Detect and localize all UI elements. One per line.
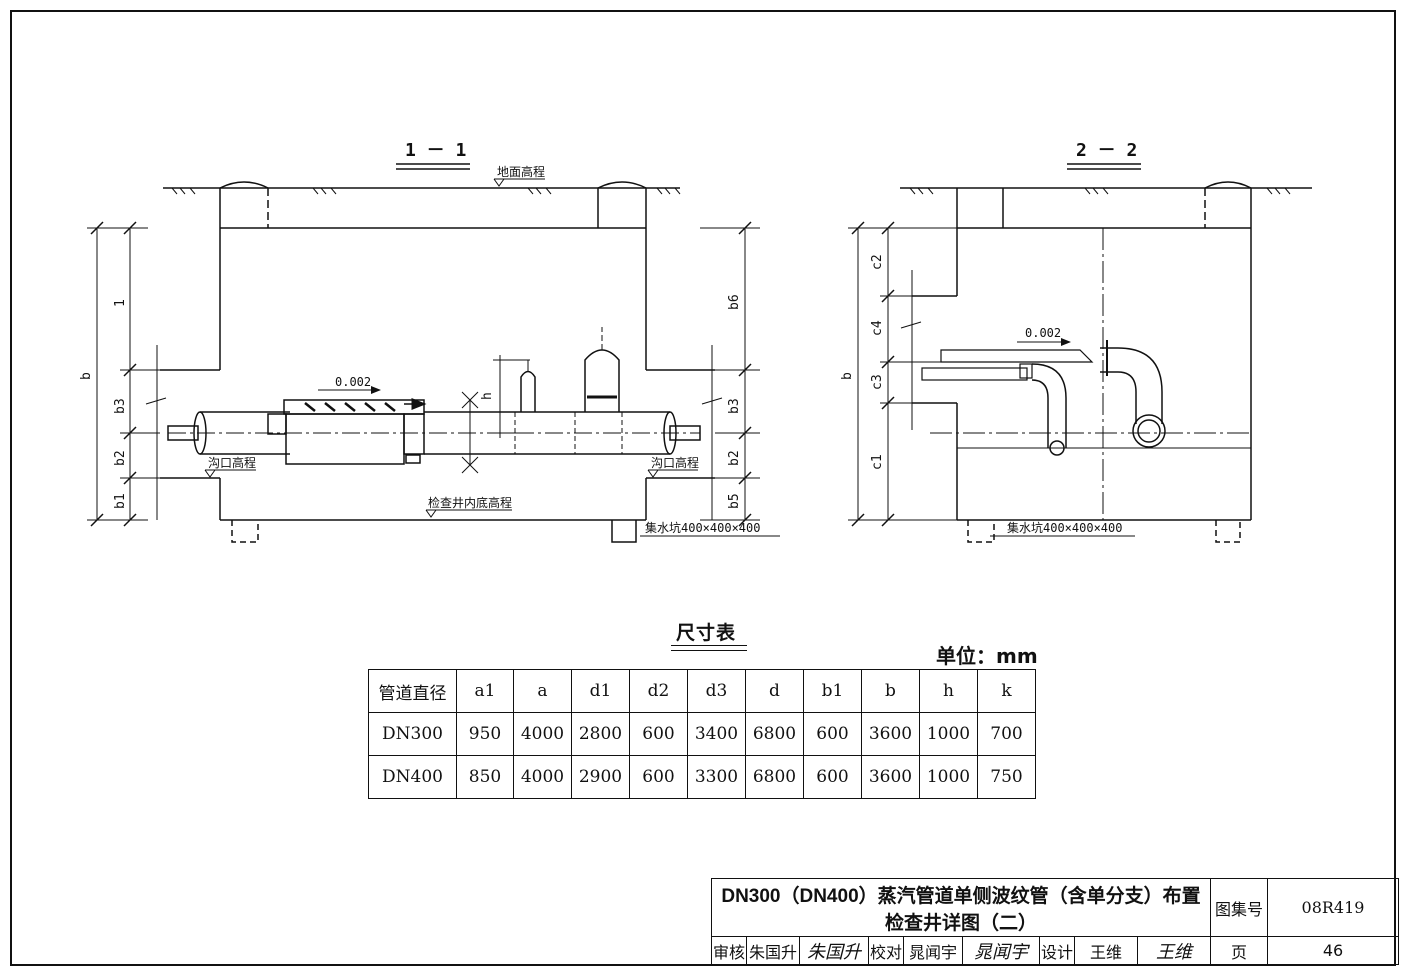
dim-b5-right: b5 [727, 493, 742, 509]
page-label: 页 [1210, 936, 1268, 965]
header-cell: d1 [571, 669, 630, 713]
reviewer-signature: 朱国升 [799, 936, 869, 965]
trench-elevation-left: 沟口高程 [208, 455, 256, 470]
header-cell: b1 [803, 669, 862, 713]
dim-c4: c4 [870, 320, 885, 336]
dim-c3: c3 [870, 374, 885, 390]
table-cell: 1000 [919, 755, 978, 799]
table-cell: 4000 [513, 755, 572, 799]
atlas-number-label: 图集号 [1210, 878, 1268, 937]
table-cell: 750 [977, 755, 1036, 799]
designer-signature: 王维 [1137, 936, 1211, 965]
sump-label-1: 集水坑400×400×400 [645, 520, 760, 535]
ground-elevation-label: 地面高程 [497, 164, 545, 179]
table-cell: 3300 [687, 755, 746, 799]
header-cell: a1 [456, 669, 514, 713]
well-bottom-elevation: 检查井内底高程 [428, 495, 512, 510]
ground-hatch [171, 187, 681, 195]
slope-label-1: 0.002 [335, 375, 371, 389]
page-number: 46 [1267, 936, 1399, 965]
header-cell: 管道直径 [368, 669, 457, 713]
dim-top-left: 1 [113, 299, 128, 307]
table-cell: 2800 [571, 712, 630, 756]
dimension-table: 管道直径 a1 a d1 d2 d3 d b1 b h k DN300 950 … [368, 669, 1036, 799]
header-cell: d [745, 669, 804, 713]
reviewer-name: 朱国升 [746, 936, 800, 965]
header-cell: h [919, 669, 978, 713]
review-label: 审核 [711, 936, 747, 965]
h-dimension-label: h [480, 392, 495, 400]
table-cell: DN300 [368, 712, 457, 756]
table-cell: 4000 [513, 712, 572, 756]
header-cell: d2 [629, 669, 688, 713]
dim-b3-left: b3 [113, 398, 128, 414]
header-cell: k [977, 669, 1036, 713]
table-cell: 950 [456, 712, 514, 756]
table-header-row: 管道直径 a1 a d1 d2 d3 d b1 b h k [368, 669, 1036, 713]
table-cell: 700 [977, 712, 1036, 756]
checker-name: 晁闻宇 [903, 936, 963, 965]
table-row: DN300 950 4000 2800 600 3400 6800 600 36… [368, 712, 1036, 756]
dim-b2-left: b2 [113, 450, 128, 466]
title-block: DN300（DN400）蒸汽管道单侧波纹管（含单分支）布置检查井详图（二） 图集… [711, 878, 1399, 965]
section-2-2: 2 － 2 [840, 140, 1312, 543]
table-cell: 3600 [861, 755, 920, 799]
dim-b3-right: b3 [727, 398, 742, 414]
section-2-2-title: 2 － 2 [1076, 140, 1137, 161]
table-cell: 3400 [687, 712, 746, 756]
designer-name: 王维 [1074, 936, 1138, 965]
section-1-1: 1 － 1 地面高程 [79, 140, 780, 543]
drawing-title: DN300（DN400）蒸汽管道单侧波纹管（含单分支）布置检查井详图（二） [711, 878, 1211, 937]
table-cell: 600 [629, 755, 688, 799]
table-row: DN400 850 4000 2900 600 3300 6800 600 36… [368, 755, 1036, 799]
table-cell: 1000 [919, 712, 978, 756]
dim-b-2: b [840, 372, 855, 380]
checker-signature: 晁闻宇 [962, 936, 1040, 965]
dim-b2-right: b2 [727, 450, 742, 466]
header-cell: a [513, 669, 572, 713]
table-cell: 850 [456, 755, 514, 799]
table-cell: 2900 [571, 755, 630, 799]
trench-elevation-right: 沟口高程 [651, 455, 699, 470]
check-label: 校对 [868, 936, 904, 965]
section-1-1-title: 1 － 1 [405, 140, 466, 161]
table-cell: 6800 [745, 712, 804, 756]
dim-c2: c2 [870, 254, 885, 270]
design-label: 设计 [1039, 936, 1075, 965]
table-cell: 600 [803, 755, 862, 799]
table-cell: 6800 [745, 755, 804, 799]
dim-b1-left: b1 [113, 493, 128, 509]
slope-label-2: 0.002 [1025, 326, 1061, 340]
dimension-table-title: 尺寸表 [676, 622, 737, 644]
unit-label: 单位：mm [936, 644, 1038, 668]
title-underline [671, 650, 747, 651]
table-cell: DN400 [368, 755, 457, 799]
dim-c1: c1 [870, 454, 885, 470]
header-cell: b [861, 669, 920, 713]
table-cell: 600 [803, 712, 862, 756]
drawing-frame [10, 10, 1396, 966]
title-underline [671, 645, 747, 646]
sump-label-2: 集水坑400×400×400 [1007, 520, 1122, 535]
header-cell: d3 [687, 669, 746, 713]
table-cell: 600 [629, 712, 688, 756]
table-cell: 3600 [861, 712, 920, 756]
dim-b6-right: b6 [727, 294, 742, 310]
dim-b-left: b [79, 372, 94, 380]
atlas-number: 08R419 [1267, 878, 1399, 937]
